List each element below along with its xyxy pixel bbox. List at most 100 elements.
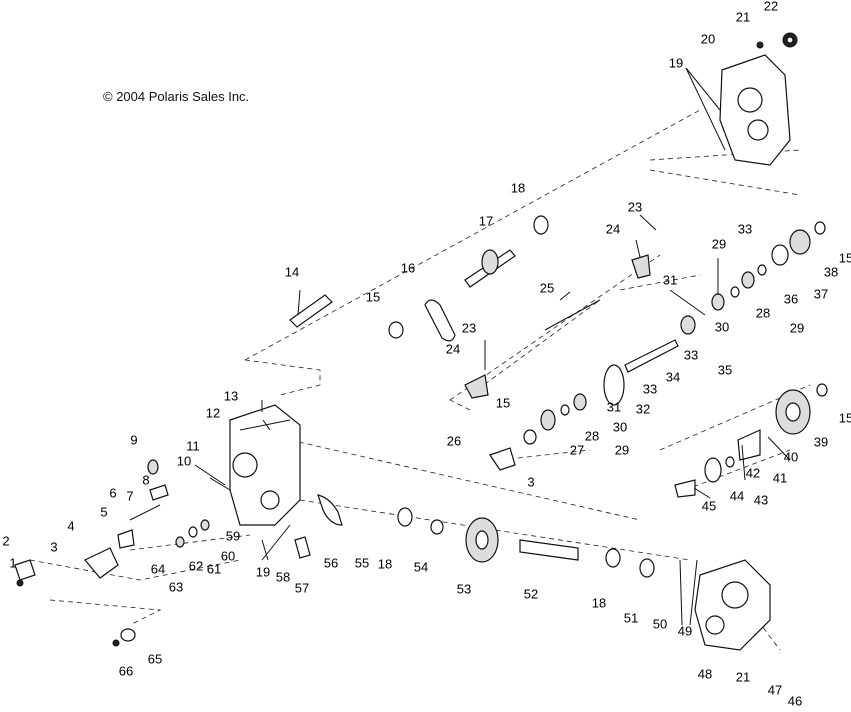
callout-25: 25	[539, 280, 555, 296]
callout-44: 44	[729, 488, 745, 504]
callout-19: 19	[668, 55, 684, 71]
callout-40: 40	[783, 449, 799, 465]
callout-41: 41	[772, 470, 788, 486]
callout-15: 15	[495, 395, 511, 411]
callout-33: 33	[642, 381, 658, 397]
callout-29: 29	[614, 442, 630, 458]
callout-27: 27	[569, 442, 585, 458]
fork-24-lower	[464, 374, 489, 399]
callout-46: 46	[787, 693, 803, 709]
fork-24-upper	[631, 254, 651, 279]
callout-14: 14	[284, 264, 300, 280]
chain-16-part	[424, 299, 456, 342]
upper-gear-train	[489, 221, 826, 471]
callout-47: 47	[767, 682, 783, 698]
callout-45: 45	[701, 498, 717, 514]
callout-38: 38	[823, 264, 839, 280]
callout-23: 23	[461, 320, 477, 336]
callout-9: 9	[130, 432, 138, 448]
left-small-parts	[14, 459, 311, 647]
shaft-17-part	[464, 249, 516, 288]
callout-33: 33	[737, 221, 753, 237]
callout-22: 22	[763, 0, 779, 14]
callout-64: 64	[150, 561, 166, 577]
callout-5: 5	[100, 504, 108, 520]
callout-24: 24	[445, 341, 461, 357]
callout-35: 35	[717, 362, 733, 378]
callout-66: 66	[118, 663, 134, 679]
callout-3: 3	[527, 474, 535, 490]
callout-53: 53	[456, 581, 472, 597]
callout-29: 29	[789, 320, 805, 336]
callout-37: 37	[813, 286, 829, 302]
callout-21: 21	[735, 9, 751, 25]
callout-21: 21	[735, 669, 751, 685]
callout-34: 34	[665, 369, 681, 385]
callout-20: 20	[700, 31, 716, 47]
callout-59: 59	[225, 528, 241, 544]
callout-1: 1	[9, 555, 17, 571]
callout-33: 33	[683, 347, 699, 363]
lower-cover-part	[694, 559, 771, 651]
callout-62: 62	[188, 558, 204, 574]
callout-54: 54	[413, 559, 429, 575]
callout-57: 57	[294, 580, 310, 596]
gear-39-group	[674, 383, 828, 498]
lower-shaft-row	[317, 494, 655, 578]
callout-23: 23	[627, 199, 643, 215]
callout-28: 28	[755, 305, 771, 321]
leader-lines	[194, 67, 791, 626]
callout-8: 8	[142, 472, 150, 488]
callout-42: 42	[745, 465, 761, 481]
main-case-part	[229, 404, 301, 526]
callout-30: 30	[714, 319, 730, 335]
callout-49: 49	[677, 623, 693, 639]
pin-14-part	[289, 294, 333, 328]
copyright-notice: © 2004 Polaris Sales Inc.	[103, 89, 250, 104]
upper-cover-part	[719, 32, 798, 166]
callout-31: 31	[662, 272, 678, 288]
callout-28: 28	[584, 428, 600, 444]
callout-56: 56	[323, 555, 339, 571]
callout-19: 19	[255, 564, 271, 580]
callout-11: 11	[186, 438, 200, 454]
callout-51: 51	[623, 610, 639, 626]
callout-12: 12	[205, 405, 221, 421]
bearing-18-upper	[533, 215, 549, 235]
callout-50: 50	[652, 616, 668, 632]
callout-15: 15	[838, 410, 851, 426]
assembly-lines	[29, 109, 811, 651]
callout-48: 48	[697, 666, 713, 682]
callout-43: 43	[753, 492, 769, 508]
callout-32: 32	[635, 401, 651, 417]
callout-10: 10	[176, 453, 192, 469]
callout-15: 15	[838, 250, 851, 266]
callout-36: 36	[783, 291, 799, 307]
callout-13: 13	[223, 388, 239, 404]
callout-15: 15	[365, 289, 381, 305]
callout-26: 26	[446, 433, 462, 449]
callout-2: 2	[2, 533, 10, 549]
callout-16: 16	[400, 260, 416, 276]
callout-4: 4	[67, 518, 75, 534]
callout-7: 7	[126, 488, 134, 504]
callout-3: 3	[50, 539, 58, 555]
callout-18: 18	[510, 180, 526, 196]
callout-24: 24	[605, 221, 621, 237]
callout-18: 18	[591, 595, 607, 611]
callout-30: 30	[612, 419, 628, 435]
callout-65: 65	[147, 651, 163, 667]
callout-58: 58	[275, 569, 291, 585]
callout-39: 39	[813, 434, 829, 450]
callout-60: 60	[220, 548, 236, 564]
callout-55: 55	[354, 555, 370, 571]
callout-17: 17	[478, 213, 494, 229]
callout-18: 18	[377, 556, 393, 572]
callout-6: 6	[109, 485, 117, 501]
callout-52: 52	[523, 586, 539, 602]
callout-29: 29	[711, 236, 727, 252]
callout-63: 63	[168, 579, 184, 595]
rod-25-part	[544, 299, 601, 331]
